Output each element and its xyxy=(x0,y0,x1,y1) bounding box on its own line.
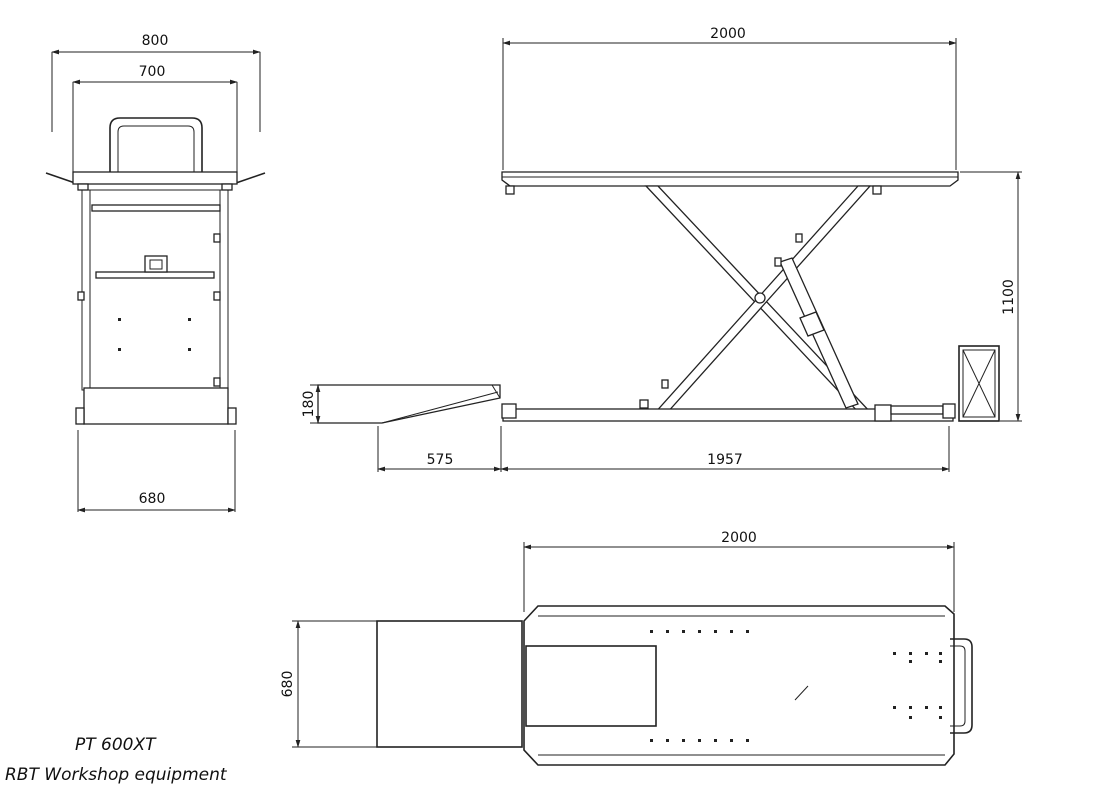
dimension-front-800: 800 xyxy=(51,33,261,132)
ramp-top xyxy=(376,620,523,748)
company-name: RBT Workshop equipment xyxy=(5,765,228,785)
dimension-side-2000: 2000 xyxy=(502,26,957,170)
dimension-front-680: 680 xyxy=(77,430,236,513)
dimension-side-1100: 1100 xyxy=(960,171,1022,422)
caption: PT 600XT RBT Workshop equipment xyxy=(5,735,228,785)
dimension-label: 180 xyxy=(301,391,317,418)
dimension-front-700: 700 xyxy=(72,64,238,175)
model-name: PT 600XT xyxy=(75,735,157,755)
dimension-label: 2000 xyxy=(710,26,746,42)
dimension-side-575: 575 xyxy=(377,426,502,472)
dimension-label: 2000 xyxy=(721,530,757,546)
platform xyxy=(72,171,238,185)
dimension-top-680: 680 xyxy=(280,620,377,748)
dimension-side-1957: 1957 xyxy=(500,426,950,472)
dimension-label: 1100 xyxy=(1001,279,1017,315)
dimension-label: 680 xyxy=(139,491,166,507)
dimension-label: 680 xyxy=(280,671,296,698)
dimension-label: 575 xyxy=(427,452,454,468)
front-view: 800 700 xyxy=(45,33,266,513)
dimension-side-180: 180 xyxy=(301,384,325,424)
dimension-label: 800 xyxy=(142,33,169,49)
dimension-label: 1957 xyxy=(707,452,743,468)
bolt-holes xyxy=(118,318,191,351)
dimension-label: 700 xyxy=(139,64,166,80)
ramp xyxy=(317,384,501,424)
handle xyxy=(109,117,203,182)
top-view: 2000 xyxy=(280,530,973,766)
side-view: 2000 xyxy=(301,26,1022,472)
base xyxy=(83,387,229,425)
dimension-top-2000: 2000 xyxy=(523,530,955,612)
handle-top xyxy=(950,638,973,734)
control-unit xyxy=(958,345,1000,422)
lift-platform xyxy=(501,171,959,187)
platform-top xyxy=(523,605,955,766)
scissor-mechanism xyxy=(639,185,874,415)
bolt-holes-top xyxy=(650,630,942,742)
